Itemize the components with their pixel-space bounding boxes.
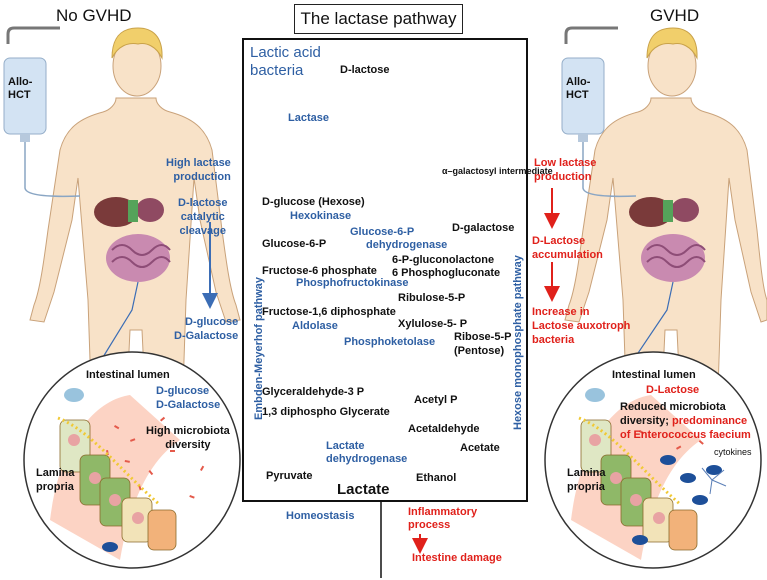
cytokines-label: cytokines	[714, 447, 752, 457]
left-iv-bag	[3, 26, 81, 198]
d-galactose-label: D-galactose	[452, 222, 515, 234]
ribulose-label: Ribulose-5-P	[398, 292, 466, 304]
right-lactose-label: D-Lactose	[646, 384, 700, 396]
acetyl-p-label: Acetyl P	[414, 394, 458, 406]
right-iv-bag	[561, 26, 637, 198]
emp-vertical-label: Embden-Meyerhof pathway	[253, 276, 265, 420]
d-lactose-label: D-lactose	[340, 64, 390, 76]
no-gvhd-heading: No GVHD	[56, 6, 132, 25]
ethanol-label: Ethanol	[416, 472, 457, 484]
diphosphoglycerate-label: 1,3 diphospho Glycerate	[262, 406, 390, 418]
reduced-diversity-label: Reduced microbiota diversity; predominan…	[620, 401, 751, 441]
d-glucose-label: D-glucose (Hexose)	[262, 196, 365, 208]
homeostasis-label: Homeostasis	[286, 510, 355, 522]
galactosyl-label: α–galactosyl intermediate	[442, 166, 553, 176]
right-lumen-label: Intestinal lumen	[612, 369, 696, 381]
left-intestine-circle	[23, 351, 241, 569]
acetate-label: Acetate	[460, 442, 500, 454]
diagram-title: The lactase pathway	[294, 4, 463, 34]
fructose-6p-label: Fructose-6 phosphate	[262, 265, 377, 277]
gvhd-heading: GVHD	[650, 6, 700, 25]
pyruvate-label: Pyruvate	[266, 470, 313, 482]
lactate-label: Lactate	[337, 481, 390, 498]
phosphofructokinase-label: Phosphofructokinase	[296, 277, 409, 289]
hmp-vertical-label: Hexose monophosphate pathway	[512, 255, 524, 430]
glyceraldehyde-label: Glyceraldehyde-3 P	[262, 386, 365, 398]
fructose-16-label: Fructose-1,6 diphosphate	[262, 306, 396, 318]
lactase-label: Lactase	[288, 112, 329, 124]
ribose-label: Ribose-5-P(Pentose)	[454, 331, 512, 357]
left-bag-label: Allo- HCT	[8, 76, 33, 101]
acetaldehyde-label: Acetaldehyde	[408, 423, 480, 435]
reduced-diversity-word: diversity;	[620, 415, 669, 427]
pathway-box	[242, 38, 528, 502]
left-lumen-label: Intestinal lumen	[86, 369, 170, 381]
xylulose-label: Xylulose-5- P	[398, 318, 468, 330]
intestine-damage-label: Intestine damage	[412, 552, 502, 564]
right-bag-label: Allo- HCT	[566, 76, 591, 101]
glucose-6p-label: Glucose-6-P	[262, 238, 327, 250]
phosphoketolase-label: Phosphoketolase	[344, 336, 436, 348]
right-intestine-circle	[544, 351, 762, 569]
hexokinase-label: Hexokinase	[290, 210, 352, 222]
aldolase-label: Aldolase	[292, 320, 338, 332]
predominance-word: predominance	[671, 415, 748, 427]
left-human-figure	[29, 27, 241, 501]
